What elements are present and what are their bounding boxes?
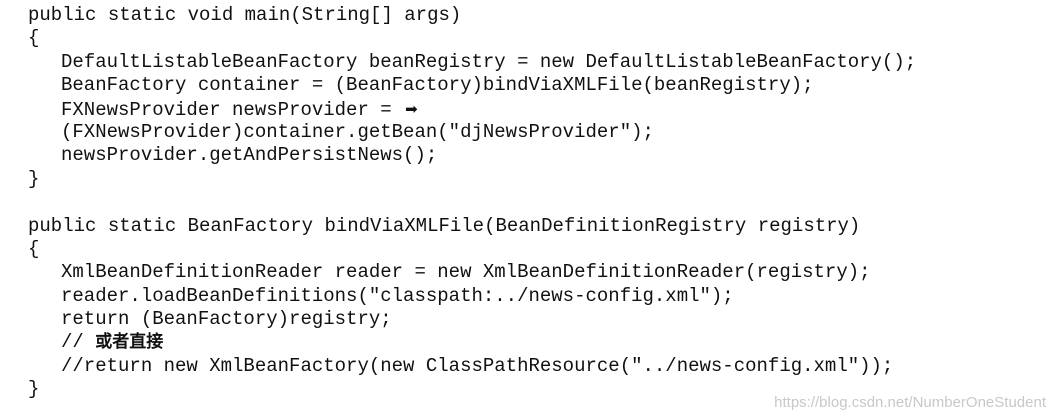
code-line: DefaultListableBeanFactory beanRegistry …	[28, 51, 916, 74]
code-line-text: //	[61, 331, 96, 354]
code-line-text: DefaultListableBeanFactory beanRegistry …	[61, 50, 917, 73]
code-line-text: XmlBeanDefinitionReader reader = new Xml…	[61, 261, 871, 284]
code-line-text: (FXNewsProvider)container.getBean("djNew…	[61, 120, 654, 143]
code-line: }	[28, 378, 916, 401]
code-line-text: public static void main(String[] args)	[28, 4, 462, 26]
code-line-text: }	[28, 167, 40, 190]
code-line-text: {	[28, 237, 40, 260]
code-line: {	[28, 27, 916, 50]
code-line: XmlBeanDefinitionReader reader = new Xml…	[28, 261, 916, 284]
code-line-text: BeanFactory container = (BeanFactory)bin…	[61, 74, 814, 97]
code-line: newsProvider.getAndPersistNews();	[28, 144, 916, 167]
code-line-text: public static BeanFactory bindViaXMLFile…	[28, 214, 861, 237]
code-line: //return new XmlBeanFactory(new ClassPat…	[28, 355, 916, 378]
code-line	[28, 191, 916, 214]
code-line: FXNewsProvider newsProvider = ➡	[28, 98, 916, 121]
continuation-arrow-icon: ➡	[405, 99, 418, 118]
code-line-text: newsProvider.getAndPersistNews();	[61, 144, 438, 167]
code-line: }	[28, 168, 916, 191]
code-line: // 或者直接	[28, 331, 916, 354]
watermark-text: https://blog.csdn.net/NumberOneStudent	[774, 394, 1046, 411]
code-line: reader.loadBeanDefinitions("classpath:..…	[28, 285, 916, 308]
code-line: return (BeanFactory)registry;	[28, 308, 916, 331]
code-line-text: {	[28, 27, 40, 50]
code-line: (FXNewsProvider)container.getBean("djNew…	[28, 121, 916, 144]
code-comment-cjk: 或者直接	[95, 332, 164, 353]
code-line: public static BeanFactory bindViaXMLFile…	[28, 215, 916, 238]
code-block: public static void main(String[] args){D…	[28, 4, 916, 402]
code-line-text: }	[28, 378, 40, 401]
code-line-text: FXNewsProvider newsProvider =	[61, 98, 404, 121]
code-line: public static void main(String[] args)	[28, 4, 916, 27]
code-line-text: return (BeanFactory)registry;	[61, 308, 392, 331]
code-line: BeanFactory container = (BeanFactory)bin…	[28, 74, 916, 97]
code-line: {	[28, 238, 916, 261]
code-line-text: reader.loadBeanDefinitions("classpath:..…	[61, 284, 734, 307]
code-line-text: //return new XmlBeanFactory(new ClassPat…	[61, 354, 894, 377]
